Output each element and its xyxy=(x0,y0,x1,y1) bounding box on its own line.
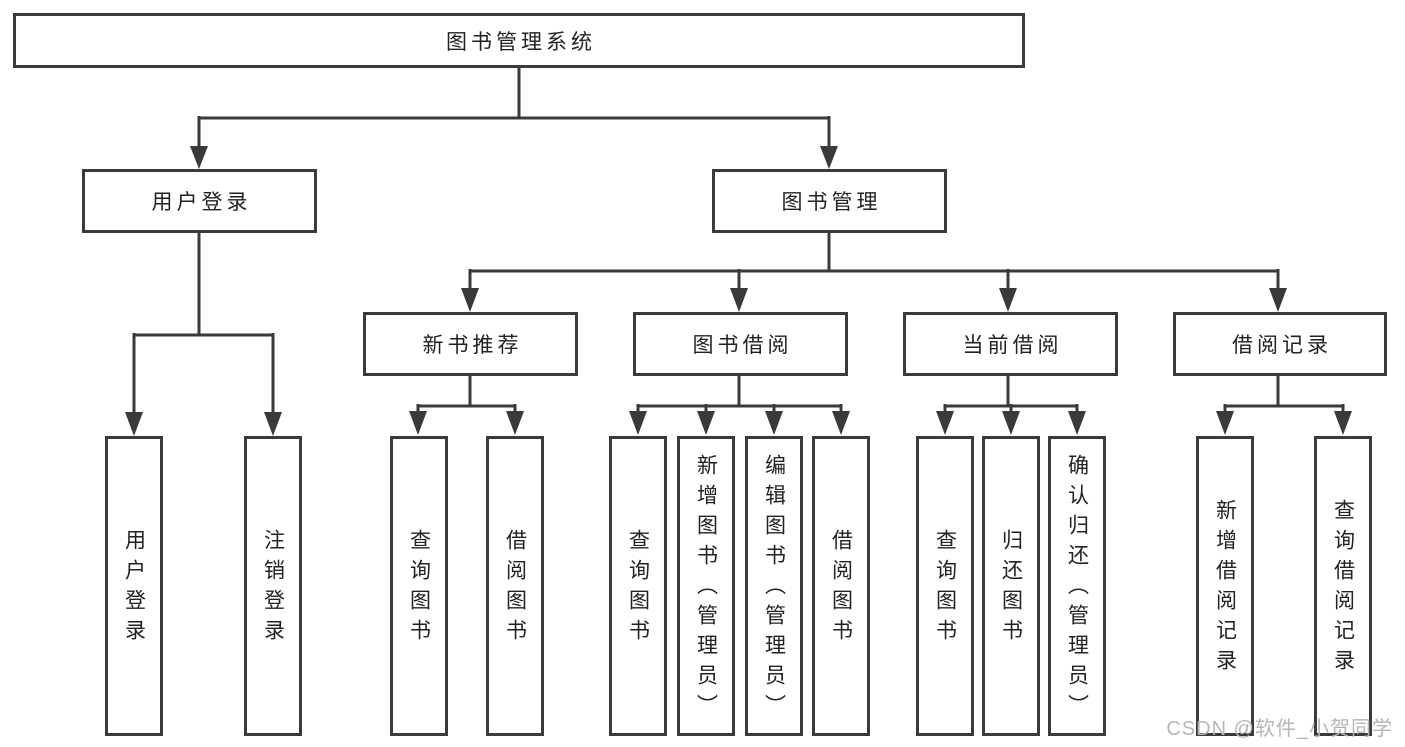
node-label: 用户登录 xyxy=(151,191,252,214)
arrowhead-icon xyxy=(820,146,838,169)
node-label: 用户登录 xyxy=(122,529,146,649)
arrowhead-icon xyxy=(409,411,427,435)
node-label: 查询图书 xyxy=(626,529,650,649)
csdn-watermark: CSDN @软件_小贺同学 xyxy=(1166,718,1393,740)
arrowhead-icon xyxy=(1002,411,1020,435)
connector-current-borrow-children xyxy=(936,376,1086,435)
connector-root-to-level2 xyxy=(190,68,838,169)
connector-user-login-children xyxy=(125,233,282,436)
node-query-books-borrow: 查询图书 xyxy=(609,436,667,736)
node-label: 查询图书 xyxy=(933,529,957,649)
node-query-books-recommend: 查询图书 xyxy=(390,436,448,736)
arrowhead-icon xyxy=(190,146,208,169)
arrowhead-icon xyxy=(1068,411,1086,435)
node-label: 图书借阅 xyxy=(692,334,793,357)
arrowhead-icon xyxy=(506,411,524,435)
node-label: 注销登录 xyxy=(261,529,285,649)
arrowhead-icon xyxy=(936,411,954,435)
node-new-book-recommend: 新书推荐 xyxy=(363,312,578,376)
node-label: 编辑图书（管理员） xyxy=(762,454,786,724)
node-label: 图书管理 xyxy=(781,191,882,214)
node-add-books-admin: 新增图书（管理员） xyxy=(677,436,735,736)
node-logout: 注销登录 xyxy=(244,436,302,736)
node-confirm-return-admin: 确认归还（管理员） xyxy=(1048,436,1106,736)
node-label: 借阅记录 xyxy=(1232,334,1332,357)
node-user-login-leaf: 用户登录 xyxy=(105,436,163,736)
node-current-borrow: 当前借阅 xyxy=(903,312,1118,376)
arrowhead-icon xyxy=(629,411,647,435)
node-label: 归还图书 xyxy=(999,529,1023,649)
connector-new-book-children xyxy=(409,376,524,435)
connector-book-management-children xyxy=(461,233,1287,312)
node-label: 新增图书（管理员） xyxy=(694,454,718,724)
node-label: 借阅图书 xyxy=(503,529,527,649)
node-label: 借阅图书 xyxy=(829,529,853,649)
node-borrow-books-leaf: 借阅图书 xyxy=(812,436,870,736)
arrowhead-icon xyxy=(765,411,783,435)
node-borrow-records: 借阅记录 xyxy=(1173,312,1387,376)
node-label: 新书推荐 xyxy=(422,334,523,357)
node-label: 新增借阅记录 xyxy=(1213,499,1237,679)
connector-borrow-record-children xyxy=(1216,376,1352,435)
node-borrow-books-recommend: 借阅图书 xyxy=(486,436,544,736)
node-book-borrow: 图书借阅 xyxy=(633,312,848,376)
node-query-borrow-record: 查询借阅记录 xyxy=(1314,436,1372,736)
node-label: 查询图书 xyxy=(407,529,431,649)
connector-book-borrow-children xyxy=(629,376,850,435)
node-add-borrow-record: 新增借阅记录 xyxy=(1196,436,1254,736)
arrowhead-icon xyxy=(1334,411,1352,435)
node-book-management: 图书管理 xyxy=(712,169,947,233)
arrowhead-icon xyxy=(999,288,1017,312)
node-query-books-current: 查询图书 xyxy=(916,436,974,736)
arrowhead-icon xyxy=(832,411,850,435)
arrowhead-icon xyxy=(697,411,715,435)
arrowhead-icon xyxy=(461,288,479,312)
arrowhead-icon xyxy=(1269,288,1287,312)
node-library-system: 图书管理系统 xyxy=(13,13,1025,68)
arrowhead-icon xyxy=(264,412,282,436)
node-label: 查询借阅记录 xyxy=(1331,499,1355,679)
arrowhead-icon xyxy=(125,412,143,436)
node-label: 图书管理系统 xyxy=(446,30,596,54)
arrowhead-icon xyxy=(730,288,748,312)
node-label: 确认归还（管理员） xyxy=(1065,454,1089,724)
node-return-books: 归还图书 xyxy=(982,436,1040,736)
node-edit-books-admin: 编辑图书（管理员） xyxy=(745,436,803,736)
node-label: 当前借阅 xyxy=(962,334,1063,357)
arrowhead-icon xyxy=(1216,411,1234,435)
node-user-login: 用户登录 xyxy=(82,169,317,233)
